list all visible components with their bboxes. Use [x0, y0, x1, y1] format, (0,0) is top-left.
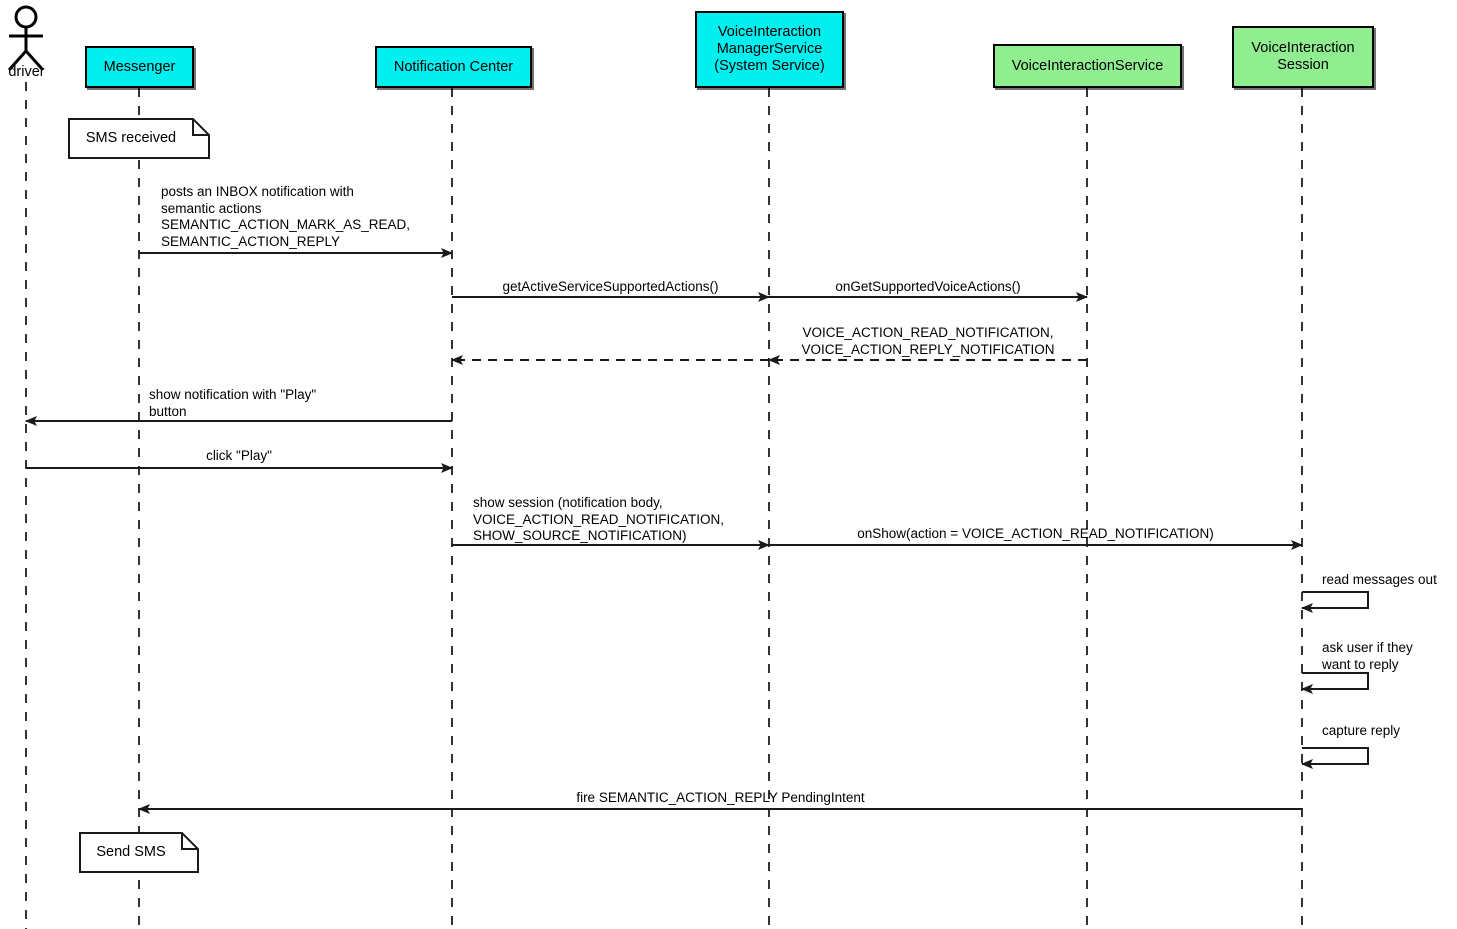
- participant-voiceinteraction-session-label: VoiceInteraction Session: [1251, 40, 1355, 73]
- arrow-self-msg-capture-reply: [1301, 747, 1369, 769]
- actor-driver-label: driver: [8, 64, 45, 80]
- label-msg-fire-semantic-action-reply-pendingintent: fire SEMANTIC_ACTION_REPLY PendingIntent: [576, 790, 865, 805]
- actor-driver-icon: [7, 5, 45, 72]
- note-send-sms-shape: [79, 832, 199, 873]
- participant-messenger-label: Messenger: [103, 58, 176, 75]
- label-msg-post-inbox-notification: posts an INBOX notification with semanti…: [161, 184, 411, 249]
- label-self-msg-capture-reply: capture reply: [1322, 723, 1401, 738]
- label-self-msg-read-messages-out: read messages out: [1322, 572, 1437, 587]
- participant-voiceinteraction-service[interactable]: VoiceInteractionService: [993, 44, 1182, 88]
- note-sms-received-shape: [68, 118, 210, 159]
- note-sms-received-fold: [192, 119, 209, 136]
- label-msg-show-session: show session (notification body, VOICE_A…: [473, 495, 725, 543]
- participant-notification-center[interactable]: Notification Center: [375, 46, 532, 88]
- participant-voiceinteraction-service-label: VoiceInteractionService: [1011, 57, 1164, 74]
- note-send-sms-text: Send SMS: [96, 844, 166, 860]
- lifelines: [25, 82, 1303, 929]
- arrow-self-msg-ask-user-if-they-want-to-reply: [1301, 672, 1369, 694]
- label-msg-get-active-service-supported-actions: getActiveServiceSupportedActions(): [502, 279, 719, 294]
- label-msg-show-notification-with-play-button: show notification with "Play" button: [149, 387, 317, 419]
- self-message-arrows: [1301, 591, 1369, 769]
- label-self-msg-ask-user-if-they-want-to-reply: ask user if they want to reply: [1322, 640, 1413, 672]
- participant-messenger[interactable]: Messenger: [85, 46, 194, 88]
- label-msg-on-show-action: onShow(action = VOICE_ACTION_READ_NOTIFI…: [857, 526, 1214, 541]
- arrow-self-msg-read-messages-out: [1301, 591, 1369, 613]
- note-shapes: [68, 118, 210, 873]
- participant-voiceinteraction-session[interactable]: VoiceInteraction Session: [1232, 26, 1374, 88]
- participant-voiceinteraction-manager-service[interactable]: VoiceInteraction ManagerService (System …: [695, 11, 844, 88]
- note-send-sms-fold: [181, 833, 198, 850]
- label-msg-click-play: click "Play": [206, 448, 272, 463]
- participant-voiceinteraction-manager-service-label: VoiceInteraction ManagerService (System …: [714, 24, 825, 74]
- participant-notification-center-label: Notification Center: [393, 58, 514, 75]
- note-sms-received-text: SMS received: [85, 130, 177, 146]
- message-arrows: [25, 248, 1303, 814]
- label-msg-on-get-supported-voice-actions: onGetSupportedVoiceActions(): [835, 279, 1021, 294]
- label-msg-return-voice-actions: VOICE_ACTION_READ_NOTIFICATION, VOICE_AC…: [801, 325, 1055, 357]
